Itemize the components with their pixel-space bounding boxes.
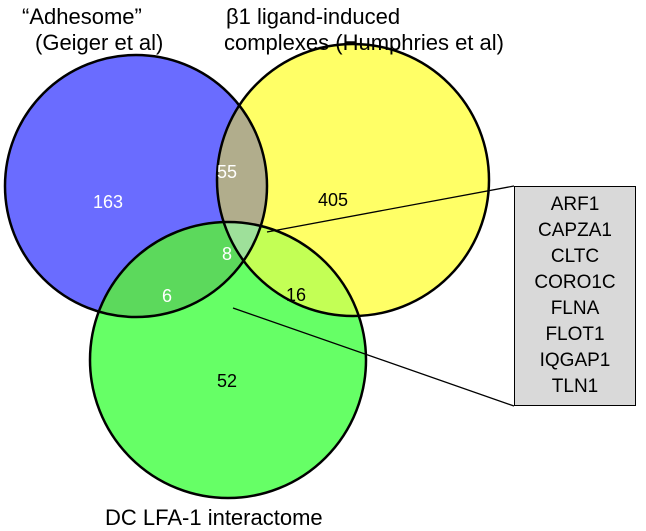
count-dc-only: 52 bbox=[217, 371, 237, 391]
count-adhesome-dc: 6 bbox=[162, 286, 172, 306]
gene-item: CORO1C bbox=[534, 272, 616, 293]
gene-item: CAPZA1 bbox=[538, 220, 612, 241]
adhesome-outline bbox=[3, 53, 269, 319]
count-adhesome-only: 163 bbox=[93, 192, 123, 212]
shared-gene-list-box: ARF1 CAPZA1 CLTC CORO1C FLNA FLOT1 IQGAP… bbox=[514, 186, 636, 406]
adhesome-label-line-1: “Adhesome” bbox=[22, 4, 142, 29]
gene-item: ARF1 bbox=[550, 194, 600, 215]
callout-line-top bbox=[266, 185, 515, 233]
gene-item: FLNA bbox=[550, 298, 600, 319]
humphries-label-line-1: β1 ligand-induced bbox=[226, 4, 401, 29]
humphries-outline bbox=[215, 42, 491, 318]
adhesome-label: “Adhesome” (Geiger et al) bbox=[22, 4, 163, 56]
humphries-label: β1 ligand-induced complexes (Humphries e… bbox=[224, 4, 504, 56]
dc-lfa1-label: DC LFA-1 interactome bbox=[105, 505, 323, 531]
adhesome-label-line-2: (Geiger et al) bbox=[35, 30, 164, 55]
overlap-adhesome-dc bbox=[90, 222, 267, 317]
humphries-label-line-2: complexes (Humphries et al) bbox=[224, 30, 504, 55]
gene-item: IQGAP1 bbox=[539, 350, 611, 371]
gene-item: TLN1 bbox=[551, 376, 599, 397]
gene-item: FLOT1 bbox=[545, 324, 605, 345]
callout-line-bottom bbox=[232, 307, 515, 407]
count-adhesome-humphries: 55 bbox=[217, 162, 237, 182]
gene-item: CLTC bbox=[550, 246, 600, 267]
count-all-three: 8 bbox=[222, 244, 232, 264]
count-humphries-only: 405 bbox=[318, 190, 348, 210]
overlap-humphries-dc bbox=[217, 222, 366, 316]
dc-lfa1-outline bbox=[88, 220, 368, 500]
count-humphries-dc: 16 bbox=[286, 285, 306, 305]
dc-lfa1-label-line-1: DC LFA-1 interactome bbox=[105, 505, 323, 530]
